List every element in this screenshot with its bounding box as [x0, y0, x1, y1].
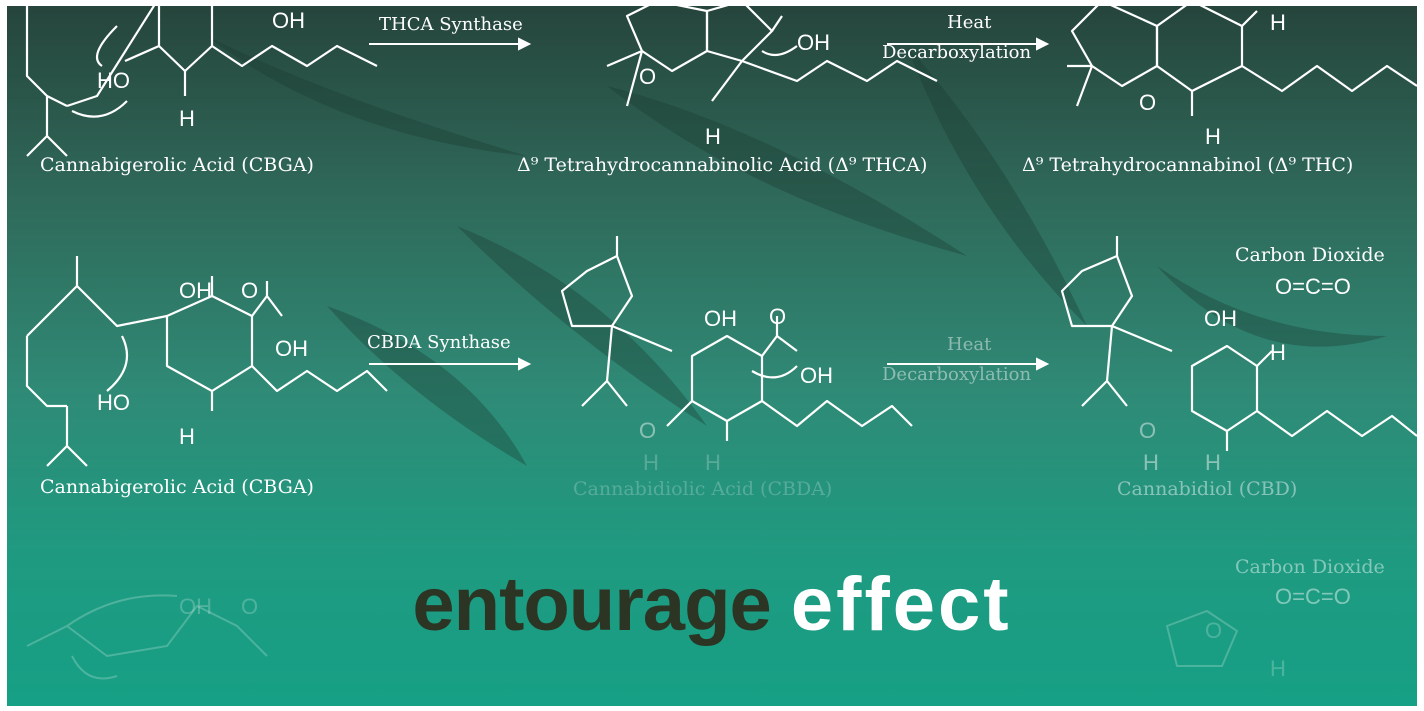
cbga-oh-top-row2: OH [179, 278, 212, 303]
cbga-structure-row1 [25, 6, 378, 157]
tagline-word-effect: effect [790, 562, 1012, 647]
cbda-oh-top: OH [704, 306, 737, 331]
thca-label: Δ⁹ Tetrahydrocannabinolic Acid (Δ⁹ THCA) [517, 154, 928, 176]
thc-h-top: H [1270, 10, 1286, 35]
cbda-structure [560, 236, 913, 441]
co2-formula-row3: O=C=O [1275, 584, 1351, 609]
decarboxylation-label-row1: Decarboxylation [882, 42, 1032, 63]
entourage-effect-banner: OH HO H Cannabigerolic Acid (CBGA) THCA … [7, 6, 1417, 706]
cbda-o-carbonyl: O [769, 304, 787, 329]
cbga-oh-row1: OH [272, 8, 305, 33]
molecule-drawings [25, 6, 1417, 680]
thc-h-bottom: H [1205, 124, 1221, 149]
thc-label: Δ⁹ Tetrahydrocannabinol (Δ⁹ THC) [1022, 154, 1354, 176]
faint-o-ring-row3: O [1205, 618, 1223, 643]
thc-o: O [1139, 90, 1157, 115]
cbga-ho-row1: HO [97, 68, 130, 93]
tagline-word-entourage: entourage [412, 562, 771, 647]
reaction-arrows [369, 37, 1050, 371]
cbda-h-left: H [643, 450, 659, 475]
thca-synthase-label: THCA Synthase [379, 14, 523, 35]
co2-label-row3: Carbon Dioxide [1235, 556, 1385, 578]
cbga-o-carbonyl-row2: O [241, 278, 259, 303]
cbga-h-row1: H [179, 106, 195, 131]
cbda-o-bottom: O [639, 418, 657, 443]
thc-structure [1067, 6, 1417, 116]
thca-h: H [705, 124, 721, 149]
cbga-oh-acid-row2: OH [275, 336, 308, 361]
cbda-h-right: H [705, 450, 721, 475]
cbda-oh-acid: OH [800, 363, 833, 388]
tagline: entourage effect [7, 561, 1417, 648]
decarboxylation-label-row2: Decarboxylation [882, 364, 1032, 385]
cbga-label-row1: Cannabigerolic Acid (CBGA) [40, 154, 314, 176]
faint-o-row3: O [241, 594, 259, 619]
cbga-label-row2: Cannabigerolic Acid (CBGA) [40, 476, 314, 498]
cbd-structure [1060, 236, 1417, 451]
thca-o: O [639, 64, 657, 89]
faint-oh-row3: OH [179, 594, 212, 619]
faint-h-row3: H [1270, 656, 1286, 681]
cbda-label: Cannabidiolic Acid (CBDA) [573, 478, 833, 500]
cbd-h-bottom: H [1205, 450, 1221, 475]
thca-oh: OH [797, 30, 830, 55]
faint-structures-row3 [26, 594, 1239, 680]
co2-label-row2: Carbon Dioxide [1235, 244, 1385, 266]
heat-label-row2: Heat [947, 334, 992, 355]
cbga-ho-row2: HO [97, 390, 130, 415]
heat-label-row1: Heat [947, 12, 992, 33]
cbda-synthase-label: CBDA Synthase [367, 332, 511, 353]
cbga-h-row2: H [179, 424, 195, 449]
cbd-oh: OH [1204, 306, 1237, 331]
cbd-h-left: H [1143, 450, 1159, 475]
thca-structure [606, 6, 938, 107]
cbd-h-right: H [1270, 340, 1286, 365]
cbd-o-bottom: O [1139, 418, 1157, 443]
cbga-structure-row2 [25, 256, 388, 467]
cbd-label: Cannabidiol (CBD) [1117, 478, 1298, 500]
co2-formula-row2: O=C=O [1275, 274, 1351, 299]
